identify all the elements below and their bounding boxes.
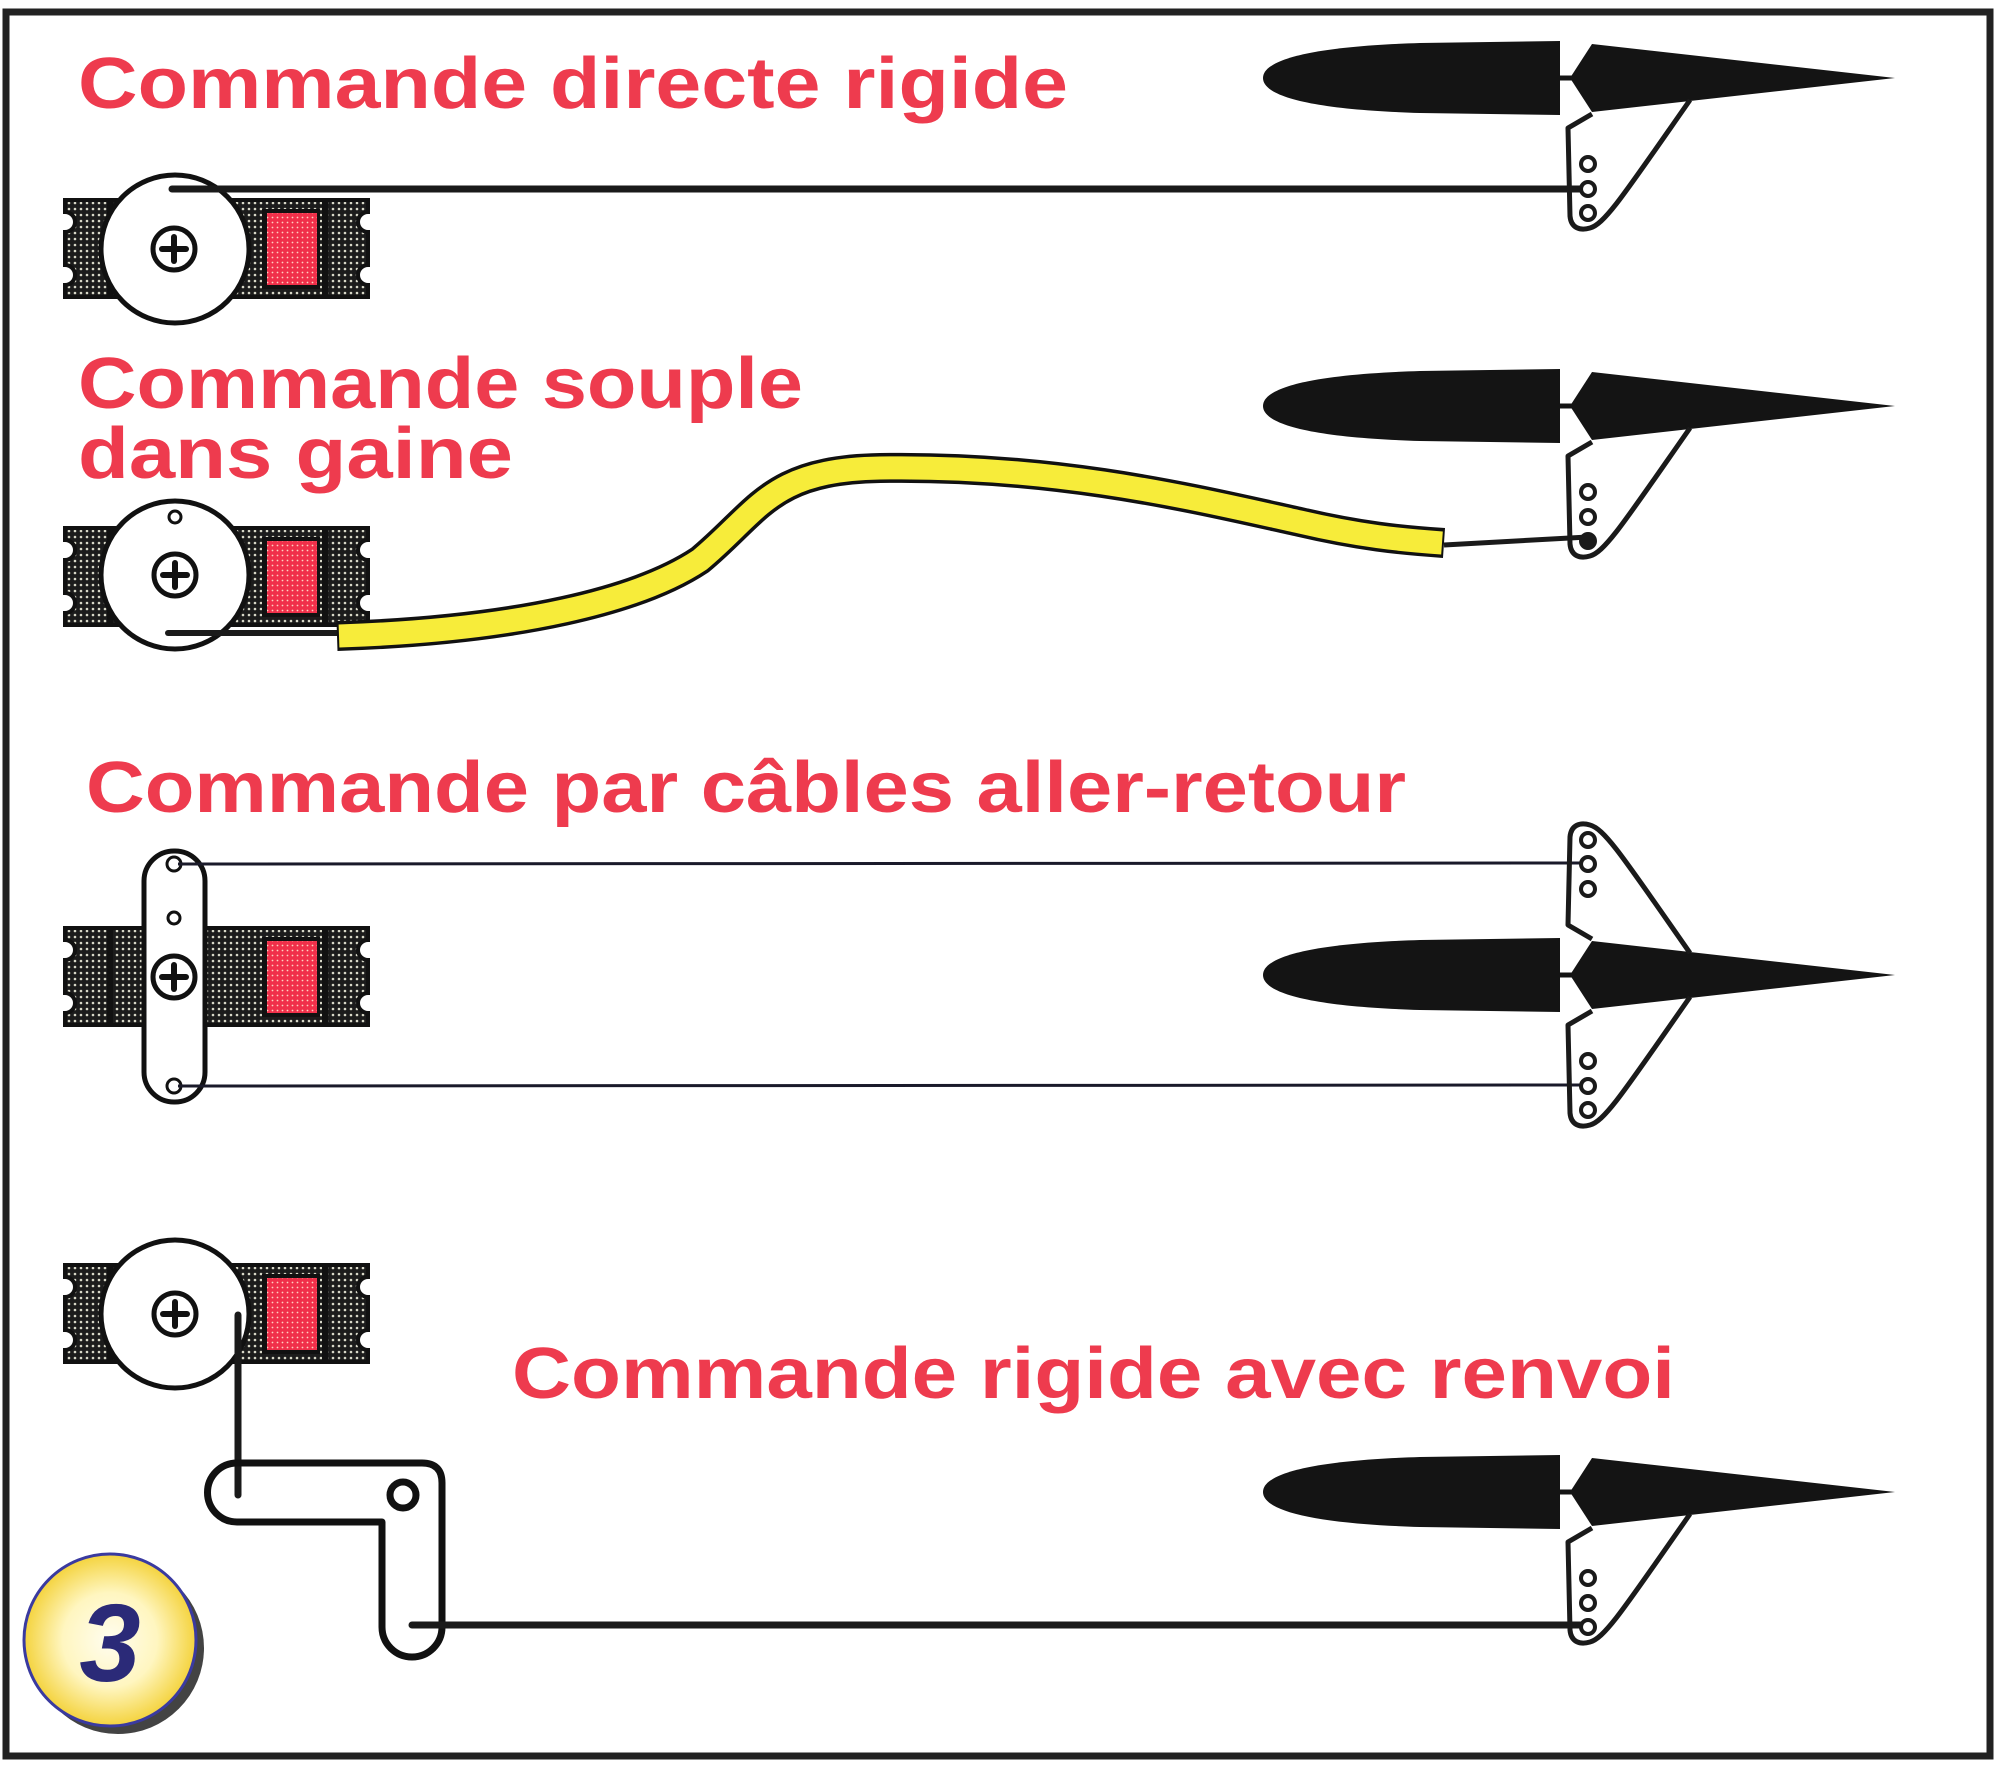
arm-hole	[166, 910, 182, 926]
section-flexible-sheath: Commande souple dans gaine	[65, 344, 1895, 652]
control-horn-icon	[1568, 1514, 1690, 1643]
section-pull-pull: Commande par câbles aller-retour	[65, 748, 1895, 1126]
section-title-pull-pull: Commande par câbles aller-retour	[86, 748, 1406, 828]
servo-icon	[65, 928, 368, 1025]
airfoil-elevator-icon	[1263, 824, 1895, 1126]
servo-disc-hole-icon	[167, 509, 183, 525]
bellcrank-pivot-icon	[386, 1478, 420, 1512]
yellow-sheath	[338, 456, 1443, 648]
upper-cable	[177, 861, 1589, 866]
airfoil-elevator-icon	[1263, 1455, 1895, 1643]
section-title-flexible-line1: Commande souple	[78, 344, 803, 424]
control-horn-upper-icon	[1568, 824, 1690, 953]
inner-cable-exit	[1443, 534, 1589, 548]
section-title-flexible-line2: dans gaine	[78, 414, 513, 494]
airfoil-elevator-icon	[1263, 41, 1895, 229]
section-title-direct-rigid: Commande directe rigide	[78, 44, 1068, 124]
section-rigid-bellcrank: Commande rigide avec renvoi	[65, 1237, 1895, 1661]
servo-screw-icon	[154, 1293, 196, 1335]
figure-number: 3	[79, 1582, 140, 1705]
figure-frame	[2, 8, 1994, 1760]
control-horn-icon	[1568, 100, 1690, 229]
servo-screw-icon	[153, 956, 195, 998]
lower-cable	[177, 1083, 1589, 1088]
figure-number-badge: 3	[22, 1552, 204, 1734]
section-title-bellcrank: Commande rigide avec renvoi	[512, 1334, 1675, 1414]
servo-screw-icon	[154, 554, 196, 596]
bellcrank-icon	[204, 1459, 446, 1661]
servo-screw-icon	[153, 228, 195, 270]
control-horn-lower-icon	[1568, 997, 1690, 1126]
section-direct-rigid: Commande directe rigide	[65, 41, 1895, 326]
horn-attach-point	[1581, 534, 1595, 548]
